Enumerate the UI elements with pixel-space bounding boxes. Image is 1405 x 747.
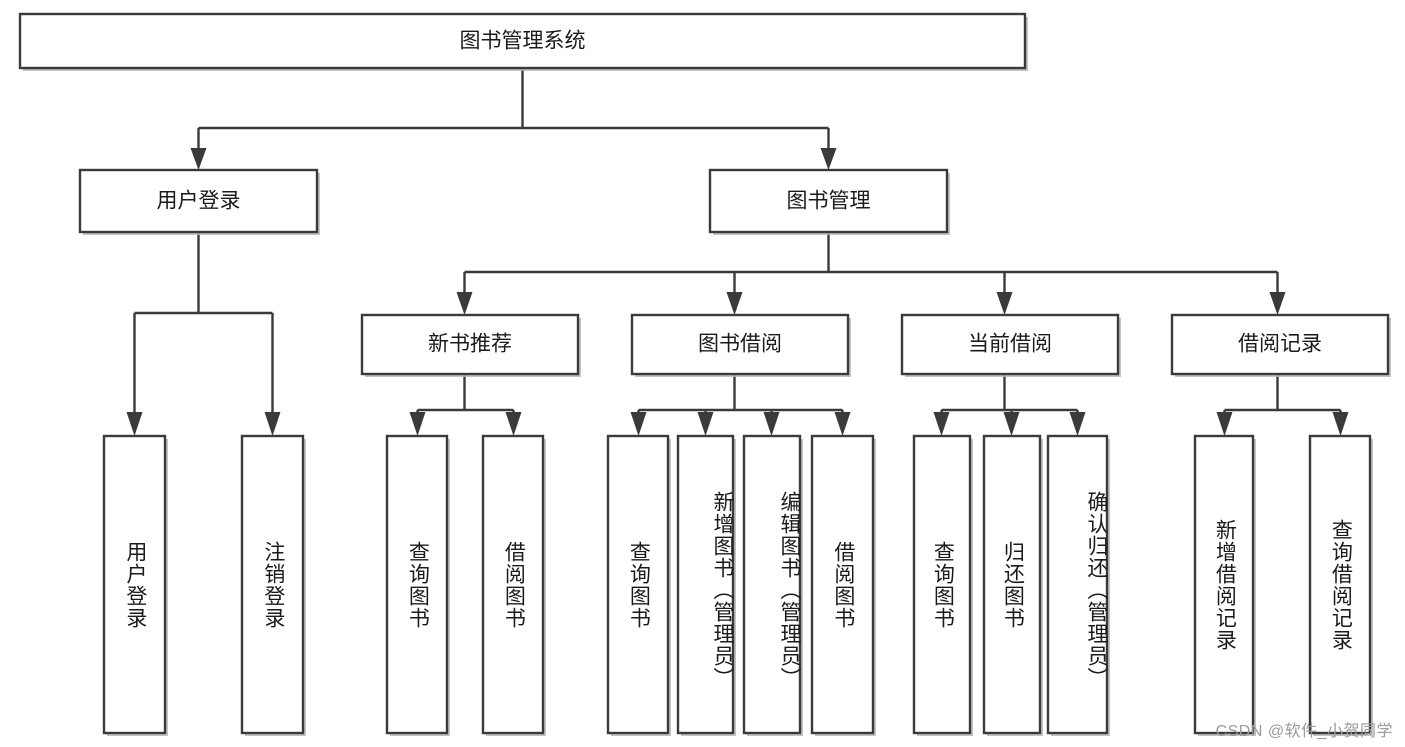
arrow-head-leaf-borrow-book-borrow — [834, 412, 851, 436]
csdn-watermark: CSDN @软件_小贺同学 — [1215, 723, 1393, 740]
node-leaf-query-book-recommend[interactable] — [385, 434, 450, 736]
node-leaf-logout-login-rect — [240, 434, 305, 735]
arrow-head-user-login — [190, 148, 207, 170]
arrow-head-leaf-add-book-admin — [697, 412, 714, 436]
arrow-head-new-book-recommend — [456, 292, 473, 315]
node-leaf-query-book-borrow[interactable] — [606, 434, 671, 736]
connector-group-new-book-recommend — [409, 374, 522, 436]
node-leaf-edit-book-admin[interactable] — [742, 434, 803, 736]
connector-group-current-borrow — [933, 374, 1086, 436]
node-current-borrow[interactable]: 当前借阅 — [900, 313, 1121, 377]
node-current-borrow-label: 当前借阅 — [968, 333, 1052, 356]
arrow-head-borrow-record — [1269, 292, 1286, 315]
node-leaf-borrow-book-recommend-rect — [481, 434, 545, 735]
connector-group-book-borrow — [630, 374, 851, 436]
node-leaf-add-borrow-record-rect — [1193, 434, 1255, 735]
arrow-head-leaf-confirm-return-admin — [1069, 412, 1086, 436]
node-leaf-query-borrow-record-rect — [1308, 434, 1372, 735]
node-user-login-rect — [78, 168, 319, 234]
node-book-manage-rect — [708, 168, 949, 234]
arrow-head-leaf-query-book-current — [933, 412, 950, 436]
node-current-borrow-rect — [900, 313, 1120, 376]
node-new-book-recommend[interactable]: 新书推荐 — [360, 313, 581, 377]
arrow-head-leaf-query-book-borrow — [630, 412, 647, 436]
arrow-head-leaf-add-borrow-record — [1216, 412, 1233, 436]
node-book-manage[interactable]: 图书管理 — [708, 168, 950, 235]
node-leaf-query-book-recommend-rect — [385, 434, 449, 735]
node-leaf-borrow-book-borrow[interactable] — [810, 434, 876, 736]
node-leaf-edit-book-admin-rect — [742, 434, 802, 735]
node-root-label: 图书管理系统 — [460, 30, 586, 53]
node-leaf-user-login-rect — [102, 434, 167, 735]
connector-group-root — [190, 68, 837, 170]
node-new-book-recommend-rect — [360, 313, 580, 376]
node-root-rect — [18, 12, 1027, 70]
node-leaf-return-book-rect — [982, 434, 1042, 735]
connector-group-borrow-record — [1216, 374, 1349, 436]
node-borrow-record-rect — [1170, 313, 1390, 376]
node-book-borrow[interactable]: 图书借阅 — [630, 313, 851, 377]
connector-group-book-manage — [456, 232, 1286, 315]
node-leaf-query-borrow-record[interactable] — [1308, 434, 1373, 736]
arrow-head-leaf-return-book — [1003, 412, 1020, 436]
node-user-login[interactable]: 用户登录 — [78, 168, 320, 235]
node-root[interactable]: 图书管理系统 — [18, 12, 1028, 71]
node-new-book-recommend-label: 新书推荐 — [428, 333, 512, 356]
node-leaf-query-book-current-rect — [912, 434, 972, 735]
arrow-head-current-borrow — [996, 292, 1013, 315]
node-borrow-record[interactable]: 借阅记录 — [1170, 313, 1391, 377]
connector-group-user-login — [126, 232, 281, 436]
arrow-head-book-manage — [820, 148, 837, 170]
node-leaf-borrow-book-borrow-rect — [810, 434, 875, 735]
arrow-head-leaf-borrow-book-recommend — [505, 412, 522, 436]
node-book-borrow-label: 图书借阅 — [698, 333, 782, 356]
node-leaf-add-book-admin-rect — [676, 434, 735, 735]
node-leaf-confirm-return-admin[interactable] — [1046, 434, 1110, 736]
node-leaf-confirm-return-admin-rect — [1046, 434, 1109, 735]
node-book-manage-label: 图书管理 — [787, 190, 871, 213]
arrow-head-book-borrow — [726, 292, 743, 315]
arrow-head-leaf-user-login — [126, 412, 143, 436]
node-leaf-logout-login[interactable] — [240, 434, 306, 736]
node-leaf-add-book-admin[interactable] — [676, 434, 736, 736]
node-leaf-user-login[interactable] — [102, 434, 168, 736]
node-borrow-record-label: 借阅记录 — [1238, 333, 1322, 356]
node-leaf-return-book[interactable] — [982, 434, 1043, 736]
arrow-head-leaf-query-book-recommend — [409, 412, 426, 436]
arrow-head-leaf-logout-login — [264, 412, 281, 436]
node-user-login-label: 用户登录 — [157, 190, 241, 213]
node-leaf-query-book-borrow-rect — [606, 434, 670, 735]
node-leaf-add-borrow-record[interactable] — [1193, 434, 1256, 736]
node-leaf-query-book-current[interactable] — [912, 434, 973, 736]
node-leaf-borrow-book-recommend[interactable] — [481, 434, 546, 736]
arrow-head-leaf-edit-book-admin — [763, 412, 780, 436]
node-book-borrow-rect — [630, 313, 850, 376]
node-boxes: 图书管理系统 用户登录 图书管理 新书推荐 图书借阅 — [18, 12, 1391, 736]
arrow-head-leaf-query-borrow-record — [1332, 412, 1349, 436]
